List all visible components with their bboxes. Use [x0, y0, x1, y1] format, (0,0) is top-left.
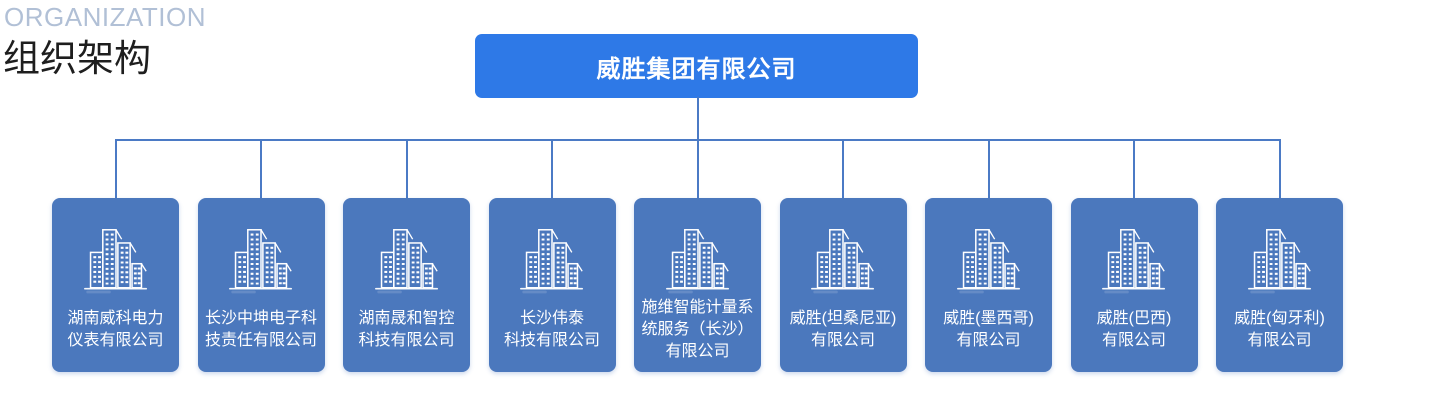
- org-child-card: 威胜(匈牙利) 有限公司: [1216, 198, 1343, 372]
- connector-drop: [114, 139, 117, 200]
- building-icon: [665, 229, 729, 294]
- connector-drop: [260, 139, 262, 200]
- org-root-name: 威胜集团有限公司: [596, 55, 797, 83]
- org-child-card: 施维智能计量系 统服务（长沙） 有限公司: [634, 198, 761, 372]
- connector-drop: [405, 139, 408, 200]
- org-root-card: 威胜集团有限公司: [475, 34, 918, 98]
- org-child-name: 施维智能计量系 统服务（长沙） 有限公司: [641, 299, 754, 360]
- org-child-card: 威胜(墨西哥) 有限公司: [925, 198, 1052, 372]
- building-icon: [811, 229, 875, 294]
- connector-stem: [696, 97, 699, 141]
- page-title: 组织架构: [3, 38, 151, 79]
- org-child-card: 湖南威科电力 仪表有限公司: [52, 198, 179, 372]
- org-child-card: 长沙中坤电子科 技责任有限公司: [197, 198, 325, 372]
- building-icon: [956, 229, 1020, 294]
- org-child-name: 湖南威科电力 仪表有限公司: [67, 310, 164, 349]
- building-icon: [520, 229, 584, 294]
- org-child-card: 长沙伟泰 科技有限公司: [488, 198, 616, 372]
- org-child-name: 威胜(匈牙利) 有限公司: [1234, 310, 1325, 349]
- org-child-name: 威胜(巴西) 有限公司: [1096, 310, 1172, 349]
- connector-drop: [551, 139, 553, 200]
- connector-drop: [987, 139, 990, 200]
- org-child-card: 威胜(坦桑尼亚) 有限公司: [779, 198, 907, 372]
- building-icon: [1247, 229, 1311, 294]
- connector-drop: [1278, 139, 1281, 200]
- org-child-name: 威胜(坦桑尼亚) 有限公司: [789, 310, 897, 349]
- connector-drop: [696, 139, 699, 200]
- building-icon: [229, 229, 293, 294]
- building-icon: [83, 229, 147, 294]
- org-child-card: 威胜(巴西) 有限公司: [1070, 198, 1198, 372]
- org-child-name: 长沙伟泰 科技有限公司: [503, 310, 600, 349]
- org-child-name: 湖南晟和智控 科技有限公司: [358, 310, 455, 349]
- building-icon: [374, 229, 438, 294]
- org-child-name: 长沙中坤电子科 技责任有限公司: [204, 310, 317, 349]
- building-icon: [1102, 229, 1166, 294]
- org-child-name: 威胜(墨西哥) 有限公司: [943, 310, 1034, 349]
- connector-drop: [1133, 139, 1135, 200]
- connector-drop: [842, 139, 844, 200]
- org-child-card: 湖南晟和智控 科技有限公司: [343, 198, 470, 372]
- section-eyebrow: ORGANIZATION: [4, 2, 206, 32]
